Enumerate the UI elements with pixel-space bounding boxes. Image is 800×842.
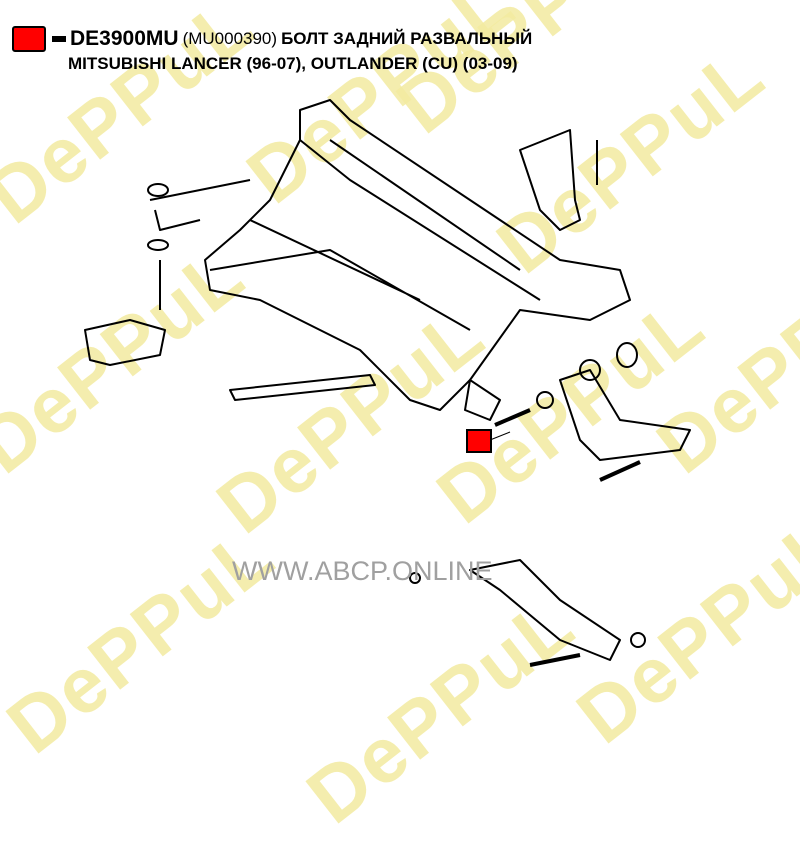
dash-icon <box>52 36 66 42</box>
part-code: DE3900MU <box>70 27 179 50</box>
part-description: БОЛТ ЗАДНИЙ РАЗВАЛЬНЫЙ <box>281 29 533 48</box>
site-watermark: WWW.ABCP.ONLINE <box>232 556 493 586</box>
part-location-marker <box>466 429 492 453</box>
red-marker-icon <box>12 26 46 52</box>
oem-code: (MU000390) <box>182 29 278 48</box>
applicability: MITSUBISHI LANCER (96-07), OUTLANDER (CU… <box>68 54 518 73</box>
subframe-diagram <box>84 99 691 667</box>
header: DE3900MU(MU000390)БОЛТ ЗАДНИЙ РАЗВАЛЬНЫЙ… <box>12 26 532 74</box>
